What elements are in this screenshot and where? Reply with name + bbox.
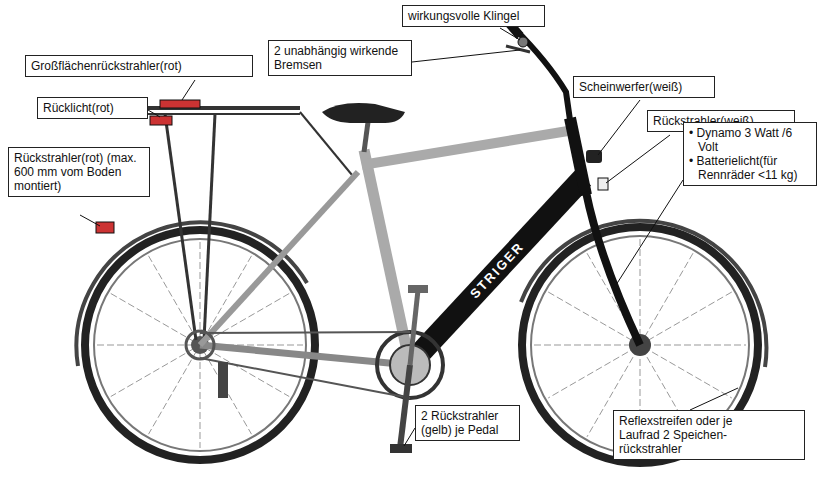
- callout-box: 2 Rückstrahler (gelb) je Pedal: [415, 405, 520, 441]
- leader-line: [598, 100, 640, 155]
- callout-box: wirkungsvolle Klingel: [402, 5, 545, 27]
- callout-box: Scheinwerfer(weiß): [573, 76, 715, 98]
- rear-light: [150, 116, 172, 125]
- callout-box: Rückstrahler(rot) (max. 600 mm vom Boden…: [8, 147, 150, 197]
- saddle: [322, 103, 405, 123]
- callout-text: wirkungsvolle Klingel: [408, 9, 539, 23]
- callout-text: Scheinwerfer(weiß): [579, 80, 709, 94]
- callout-box: • Dynamo 3 Watt /6 Volt• Batterielicht(f…: [683, 122, 817, 186]
- callout-box: Rücklicht(rot): [37, 97, 148, 119]
- callout-text: Reflexstreifen oder je Laufrad 2 Speiche…: [619, 414, 761, 456]
- front-fender: [521, 221, 766, 367]
- leader-line: [148, 110, 160, 117]
- bell: [518, 37, 528, 47]
- front-reflector: [598, 178, 608, 190]
- callout-text: Großflächenrückstrahler(rot): [31, 59, 247, 73]
- rack-strut: [204, 114, 215, 340]
- rear-reflector: [96, 222, 114, 233]
- rack-strut: [165, 114, 196, 340]
- callout-text: Rücklicht(rot): [43, 101, 142, 115]
- leader-line: [404, 428, 415, 446]
- callout-text: • Dynamo 3 Watt /6 Volt: [689, 126, 811, 154]
- leader-lines: [80, 28, 738, 446]
- rear-fender: [76, 222, 307, 366]
- callout-box: Reflexstreifen oder je Laufrad 2 Speiche…: [613, 410, 805, 460]
- leader-line: [80, 215, 100, 226]
- rack-rail: [148, 113, 300, 115]
- pedal: [408, 285, 428, 293]
- seat-post: [364, 122, 368, 152]
- pedal: [390, 444, 412, 453]
- chain: [200, 358, 410, 398]
- brand-name: STRIGER: [467, 239, 527, 302]
- callout-text: Rückstrahler(rot) (max. 600 mm vom Boden…: [14, 151, 144, 193]
- headlight: [586, 150, 602, 163]
- down-tube: [412, 178, 583, 362]
- derailleur: [218, 362, 228, 398]
- callout-box: 2 unabhängig wirkende Bremsen: [268, 40, 412, 76]
- callout-text: 2 unabhängig wirkende Bremsen: [274, 44, 406, 72]
- leader-line: [182, 80, 195, 100]
- seatstay: [200, 172, 358, 345]
- fork: [586, 192, 640, 345]
- chain: [200, 332, 410, 333]
- crank: [400, 365, 410, 448]
- top-tube: [362, 130, 574, 165]
- leader-line: [500, 28, 520, 40]
- callout-box: Großflächenrückstrahler(rot): [25, 55, 253, 77]
- leader-line: [690, 388, 738, 410]
- large-reflector: [160, 100, 200, 108]
- leader-line: [606, 135, 670, 183]
- callout-text: • Batterielicht(für Rennräder <11 kg): [689, 154, 811, 182]
- leader-line: [412, 50, 520, 62]
- head-tube: [570, 118, 586, 195]
- cassette: [186, 331, 214, 359]
- leader-line: [616, 180, 683, 285]
- crank: [410, 290, 418, 365]
- callout-text: 2 Rückstrahler (gelb) je Pedal: [421, 409, 514, 437]
- handlebar: [514, 28, 570, 120]
